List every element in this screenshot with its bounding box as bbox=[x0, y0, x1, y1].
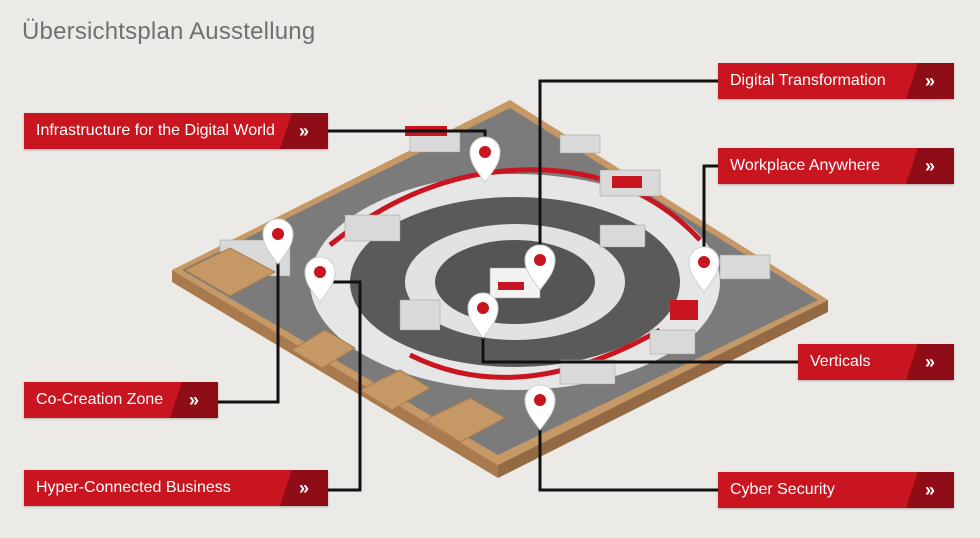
button-label: Hyper-Connected Business bbox=[36, 479, 231, 496]
double-chevron-right-icon: » bbox=[170, 382, 218, 418]
infrastructure-button[interactable]: Infrastructure for the Digital World » bbox=[24, 113, 328, 149]
floor-shadow-right bbox=[498, 300, 828, 478]
double-chevron-right-icon: » bbox=[280, 470, 328, 506]
map-pin-icon[interactable] bbox=[688, 246, 720, 293]
co-creation-zone-button[interactable]: Co-Creation Zone » bbox=[24, 382, 218, 418]
hyper-connected-business-button[interactable]: Hyper-Connected Business » bbox=[24, 470, 328, 506]
button-label: Digital Transformation bbox=[730, 72, 886, 89]
floor-shadow bbox=[172, 270, 498, 478]
map-pin-icon[interactable] bbox=[304, 256, 336, 303]
verticals-button[interactable]: Verticals » bbox=[798, 344, 954, 380]
button-label: Verticals bbox=[810, 353, 871, 370]
red-rail-arc bbox=[328, 167, 702, 247]
button-label: Co-Creation Zone bbox=[36, 391, 164, 408]
corner-rooms bbox=[183, 247, 507, 443]
double-chevron-right-icon: » bbox=[906, 344, 954, 380]
red-rail-arc-lower bbox=[408, 327, 662, 380]
cyber-security-button[interactable]: Cyber Security » bbox=[718, 472, 954, 508]
workplace-anywhere-button[interactable]: Workplace Anywhere » bbox=[718, 148, 954, 184]
map-pin-icon[interactable] bbox=[524, 244, 556, 291]
double-chevron-right-icon: » bbox=[280, 113, 328, 149]
map-pin-icon[interactable] bbox=[262, 218, 294, 265]
map-pin-icon[interactable] bbox=[467, 292, 499, 339]
button-label: Infrastructure for the Digital World bbox=[36, 122, 275, 139]
map-pin-icon[interactable] bbox=[469, 136, 501, 183]
button-label: Workplace Anywhere bbox=[730, 157, 880, 174]
double-chevron-right-icon: » bbox=[906, 63, 954, 99]
digital-transformation-button[interactable]: Digital Transformation » bbox=[718, 63, 954, 99]
button-label: Cyber Security bbox=[730, 481, 835, 498]
double-chevron-right-icon: » bbox=[906, 148, 954, 184]
map-pin-icon[interactable] bbox=[524, 384, 556, 431]
page-title: Übersichtsplan Ausstellung bbox=[22, 18, 316, 45]
double-chevron-right-icon: » bbox=[906, 472, 954, 508]
